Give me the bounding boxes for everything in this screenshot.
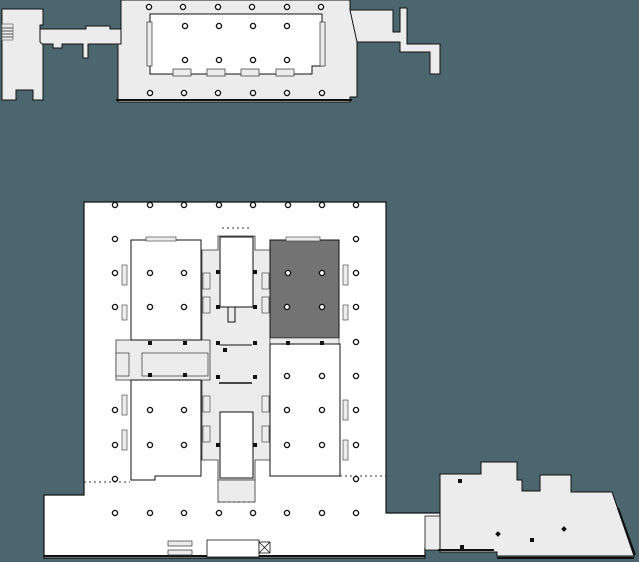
gallery-north-west[interactable] xyxy=(130,239,202,341)
gallery-south-west[interactable] xyxy=(130,379,202,481)
east-annex[interactable] xyxy=(438,461,636,559)
gallery-north-east-highlighted[interactable] xyxy=(269,239,340,339)
bench-icon xyxy=(167,540,193,556)
main-building[interactable] xyxy=(43,201,441,559)
pillars-main xyxy=(148,270,324,447)
gallery-south-east[interactable] xyxy=(269,343,341,477)
pillars-annex xyxy=(458,479,567,549)
upper-wing[interactable] xyxy=(1,0,441,103)
entrance[interactable] xyxy=(206,539,271,558)
stairs-icon xyxy=(1,23,14,41)
